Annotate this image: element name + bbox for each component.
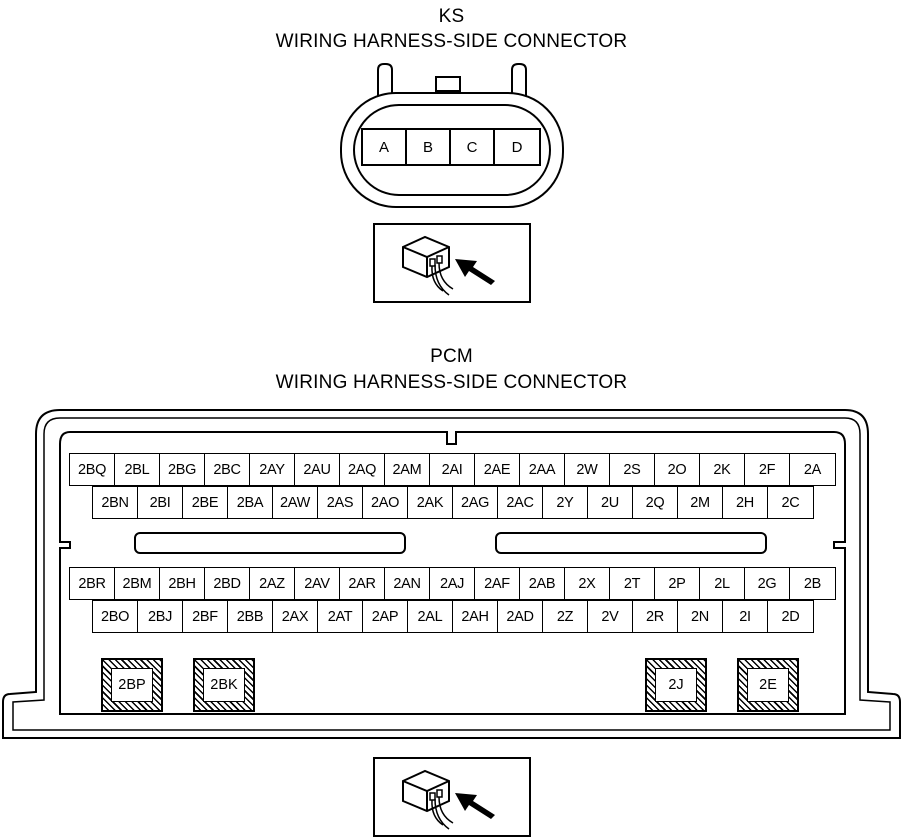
harness-side-view-icon xyxy=(402,235,495,296)
pcm-connector-subtitle: WIRING HARNESS-SIDE CONNECTOR xyxy=(275,372,628,393)
pcm-pin: 2AY xyxy=(250,454,295,485)
pcm-pin: 2AI xyxy=(430,454,475,485)
pcm-pin: 2S xyxy=(610,454,655,485)
pcm-large-pin-label: 2E xyxy=(747,668,789,702)
pcm-pin: 2BF xyxy=(183,601,228,632)
pcm-pin: 2AP xyxy=(363,601,408,632)
pcm-pin: 2BD xyxy=(205,568,250,599)
pcm-bottom-row-2: 2BO 2BJ 2BF 2BB 2AX 2AT 2AP 2AL 2AH 2AD … xyxy=(92,600,814,633)
pcm-large-pin-label: 2J xyxy=(655,668,697,702)
pcm-pin: 2B xyxy=(803,575,822,592)
pcm-pin: 2AC xyxy=(498,487,543,518)
pcm-pin: 2BR xyxy=(70,568,115,599)
pcm-pin: 2BO xyxy=(93,601,138,632)
pcm-pin: 2AZ xyxy=(250,568,295,599)
pcm-pin: 2K xyxy=(700,454,745,485)
pcm-pin: 2AV xyxy=(295,568,340,599)
pcm-pin: 2V xyxy=(588,601,633,632)
pcm-guide-slot-left xyxy=(134,532,406,554)
pcm-pin: 2AR xyxy=(340,568,385,599)
ks-locking-tab xyxy=(377,63,527,100)
pcm-pin: 2X xyxy=(565,568,610,599)
pcm-pin: 2Y xyxy=(543,487,588,518)
pcm-pin: 2G xyxy=(745,568,790,599)
pcm-pin: 2H xyxy=(723,487,768,518)
pcm-pin: 2AL xyxy=(408,601,453,632)
pcm-pin: 2AA xyxy=(520,454,565,485)
ks-pin-block: A B C D xyxy=(361,128,541,166)
pcm-pin: 2BA xyxy=(228,487,273,518)
pcm-pin: 2C xyxy=(781,494,800,511)
pcm-pin: 2AW xyxy=(273,487,318,518)
pcm-pin: 2BN xyxy=(93,487,138,518)
pcm-connector-name: PCM xyxy=(430,346,473,367)
ks-view-icon-box xyxy=(373,223,531,303)
pcm-pin: 2BQ xyxy=(70,454,115,485)
pcm-pin: 2N xyxy=(678,601,723,632)
pcm-pin: 2AH xyxy=(453,601,498,632)
pcm-pin: 2BJ xyxy=(138,601,183,632)
pcm-pin: 2R xyxy=(633,601,678,632)
pcm-pin: 2Q xyxy=(633,487,678,518)
pcm-large-pin-label: 2BP xyxy=(111,668,153,702)
pcm-pin: 2AM xyxy=(385,454,430,485)
pcm-pin: 2A xyxy=(803,461,822,478)
pcm-large-pin-2bp: 2BP xyxy=(101,658,163,712)
pcm-pin: 2AN xyxy=(385,568,430,599)
pcm-pin: 2T xyxy=(610,568,655,599)
pcm-large-pin-2e: 2E xyxy=(737,658,799,712)
pcm-pin: 2BE xyxy=(183,487,228,518)
pcm-pin: 2BI xyxy=(138,487,183,518)
pcm-pin: 2O xyxy=(655,454,700,485)
pcm-pin: 2BH xyxy=(160,568,205,599)
pcm-pin: 2L xyxy=(700,568,745,599)
pcm-pin: 2AK xyxy=(408,487,453,518)
ks-pin-d: D xyxy=(511,138,523,156)
pcm-pin: 2AJ xyxy=(430,568,475,599)
pcm-pin: 2AB xyxy=(520,568,565,599)
pcm-pin: 2BC xyxy=(205,454,250,485)
pcm-pin: 2F xyxy=(745,454,790,485)
pcm-pin: 2AX xyxy=(273,601,318,632)
pcm-pin: 2I xyxy=(723,601,768,632)
pcm-pin: 2Z xyxy=(543,601,588,632)
pcm-pin: 2AU xyxy=(295,454,340,485)
ks-pin-b: B xyxy=(407,130,451,164)
harness-side-view-icon xyxy=(402,769,495,830)
pcm-pin: 2AT xyxy=(318,601,363,632)
pcm-pin: 2BG xyxy=(160,454,205,485)
pcm-pin: 2P xyxy=(655,568,700,599)
pcm-top-row-1: 2BQ 2BL 2BG 2BC 2AY 2AU 2AQ 2AM 2AI 2AE … xyxy=(69,453,836,486)
pcm-large-pin-label: 2BK xyxy=(203,668,245,702)
pcm-pin: 2AQ xyxy=(340,454,385,485)
pcm-view-icon-box xyxy=(373,757,531,837)
pcm-pin: 2AF xyxy=(475,568,520,599)
pcm-large-pin-2j: 2J xyxy=(645,658,707,712)
pcm-pin: 2AD xyxy=(498,601,543,632)
pcm-pin: 2W xyxy=(565,454,610,485)
ks-connector-name: KS xyxy=(438,6,465,27)
pcm-pin: 2D xyxy=(781,608,800,625)
pcm-top-row-2: 2BN 2BI 2BE 2BA 2AW 2AS 2AO 2AK 2AG 2AC … xyxy=(92,486,814,519)
pcm-pin: 2M xyxy=(678,487,723,518)
pcm-pin: 2AG xyxy=(453,487,498,518)
pcm-pin: 2AS xyxy=(318,487,363,518)
pcm-pin: 2BL xyxy=(115,454,160,485)
pcm-pin: 2BM xyxy=(115,568,160,599)
pcm-bottom-row-1: 2BR 2BM 2BH 2BD 2AZ 2AV 2AR 2AN 2AJ 2AF … xyxy=(69,567,836,600)
ks-pin-c: C xyxy=(451,130,495,164)
pcm-pin: 2U xyxy=(588,487,633,518)
pcm-pin: 2AO xyxy=(363,487,408,518)
ks-pin-a: A xyxy=(363,130,407,164)
pcm-large-pin-2bk: 2BK xyxy=(193,658,255,712)
ks-connector-subtitle: WIRING HARNESS-SIDE CONNECTOR xyxy=(275,31,628,52)
pcm-pin: 2BB xyxy=(228,601,273,632)
pcm-pin: 2AE xyxy=(475,454,520,485)
pcm-guide-slot-right xyxy=(495,532,767,554)
